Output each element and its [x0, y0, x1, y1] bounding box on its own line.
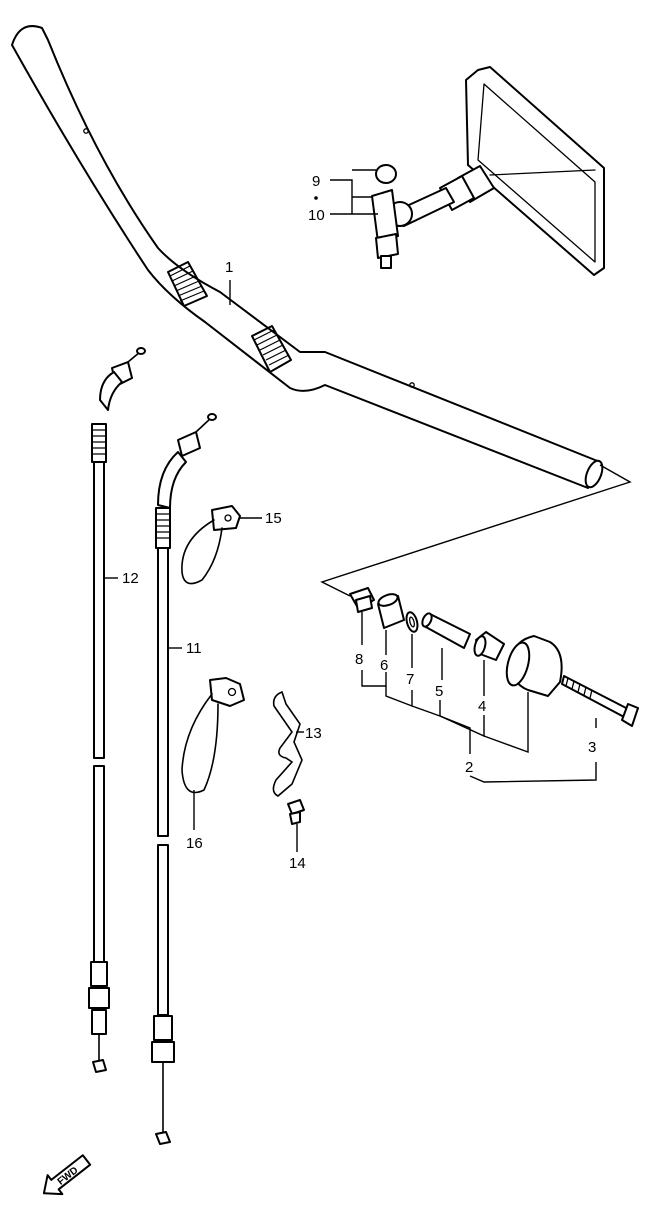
callout-16: 16 [186, 835, 203, 852]
spring-clip-13[interactable] [272, 690, 303, 797]
callout-4: 4 [478, 698, 486, 715]
callout-14: 14 [289, 855, 306, 872]
callout-labels: 1 2 3 4 5 6 7 8 9 10 11 12 13 14 15 16 [122, 173, 596, 872]
callout-5: 5 [435, 683, 443, 700]
cable-clamp-15[interactable] [181, 505, 241, 585]
collar-6[interactable] [377, 592, 405, 629]
mirror-assembly[interactable] [371, 66, 605, 276]
cable-clamp-16[interactable] [181, 677, 245, 794]
bolt-3[interactable] [561, 675, 639, 727]
throttle-cable-12[interactable] [88, 347, 146, 1073]
fwd-arrow-icon: FWD [42, 1154, 92, 1196]
bar-end-weight[interactable] [503, 635, 563, 697]
callout-13: 13 [305, 725, 322, 742]
screw-14[interactable] [287, 799, 305, 825]
callout-15: 15 [265, 510, 282, 527]
callout-11: 11 [186, 640, 202, 657]
callout-10: 10 [308, 207, 325, 224]
washer-7[interactable] [405, 611, 420, 633]
collar-4[interactable] [473, 631, 505, 661]
callout-2: 2 [465, 759, 473, 776]
callout-1: 1 [225, 259, 233, 276]
callout-3: 3 [588, 739, 596, 756]
throttle-cable-11[interactable] [151, 413, 217, 1145]
nut-8[interactable] [349, 587, 375, 613]
knurl-band-upper [167, 261, 208, 307]
spacer-5[interactable] [420, 612, 471, 649]
handlebar[interactable] [11, 25, 606, 490]
callout-12: 12 [122, 570, 139, 587]
knurl-band-lower [251, 325, 292, 373]
callout-8: 8 [355, 651, 363, 668]
callout-9: 9 [312, 173, 320, 190]
callout-6: 6 [380, 657, 388, 674]
callout-7: 7 [406, 671, 414, 688]
leader-lines [104, 169, 597, 852]
